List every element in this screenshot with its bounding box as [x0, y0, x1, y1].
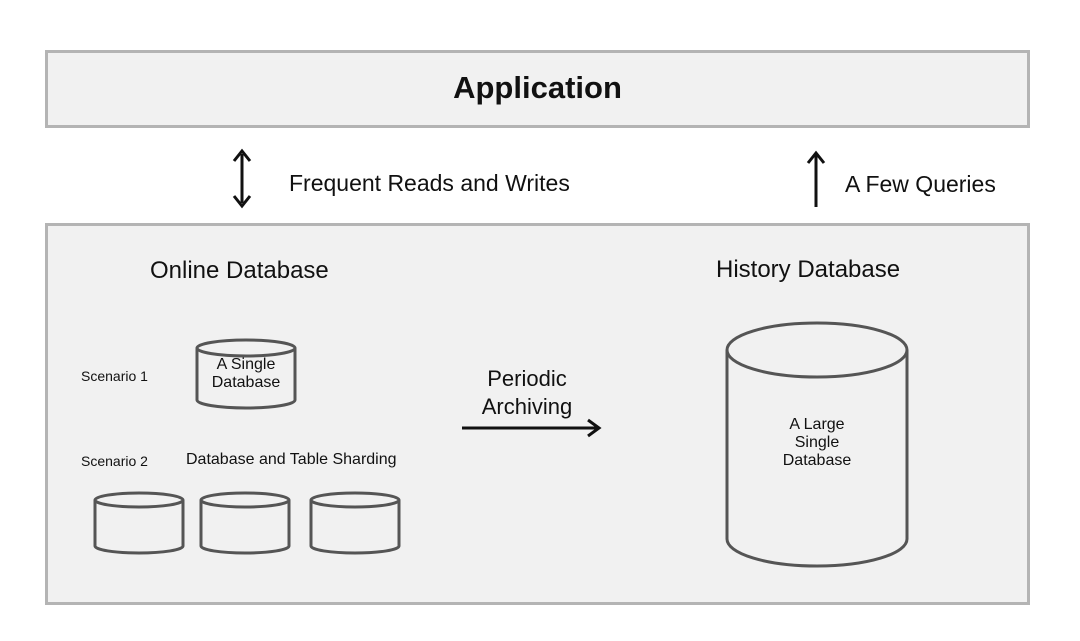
single-database-label: A Single Database — [211, 356, 281, 391]
reads-writes-label: Frequent Reads and Writes — [289, 170, 570, 196]
sharding-label: Database and Table Sharding — [186, 451, 397, 468]
application-title: Application — [453, 70, 622, 105]
periodic-archiving-label: Periodic Archiving — [481, 366, 573, 419]
database-layer-box — [45, 223, 1030, 605]
shard-database-cylinder — [93, 491, 185, 555]
shard-database-cylinder — [309, 491, 401, 555]
bidirectional-arrow-icon — [232, 148, 252, 209]
history-database-title: History Database — [716, 256, 901, 283]
scenario-2-label: Scenario 2 — [81, 453, 148, 469]
right-arrow-icon — [462, 418, 602, 438]
large-database-label: A Large Single Database — [782, 416, 852, 469]
large-database-cylinder — [725, 321, 909, 568]
scenario-1-label: Scenario 1 — [81, 368, 148, 384]
online-database-title: Online Database — [150, 257, 329, 284]
up-arrow-icon — [806, 150, 826, 207]
shard-database-cylinder — [199, 491, 291, 555]
single-database-cylinder — [195, 338, 297, 410]
application-box — [45, 50, 1030, 128]
few-queries-label: A Few Queries — [845, 171, 996, 197]
